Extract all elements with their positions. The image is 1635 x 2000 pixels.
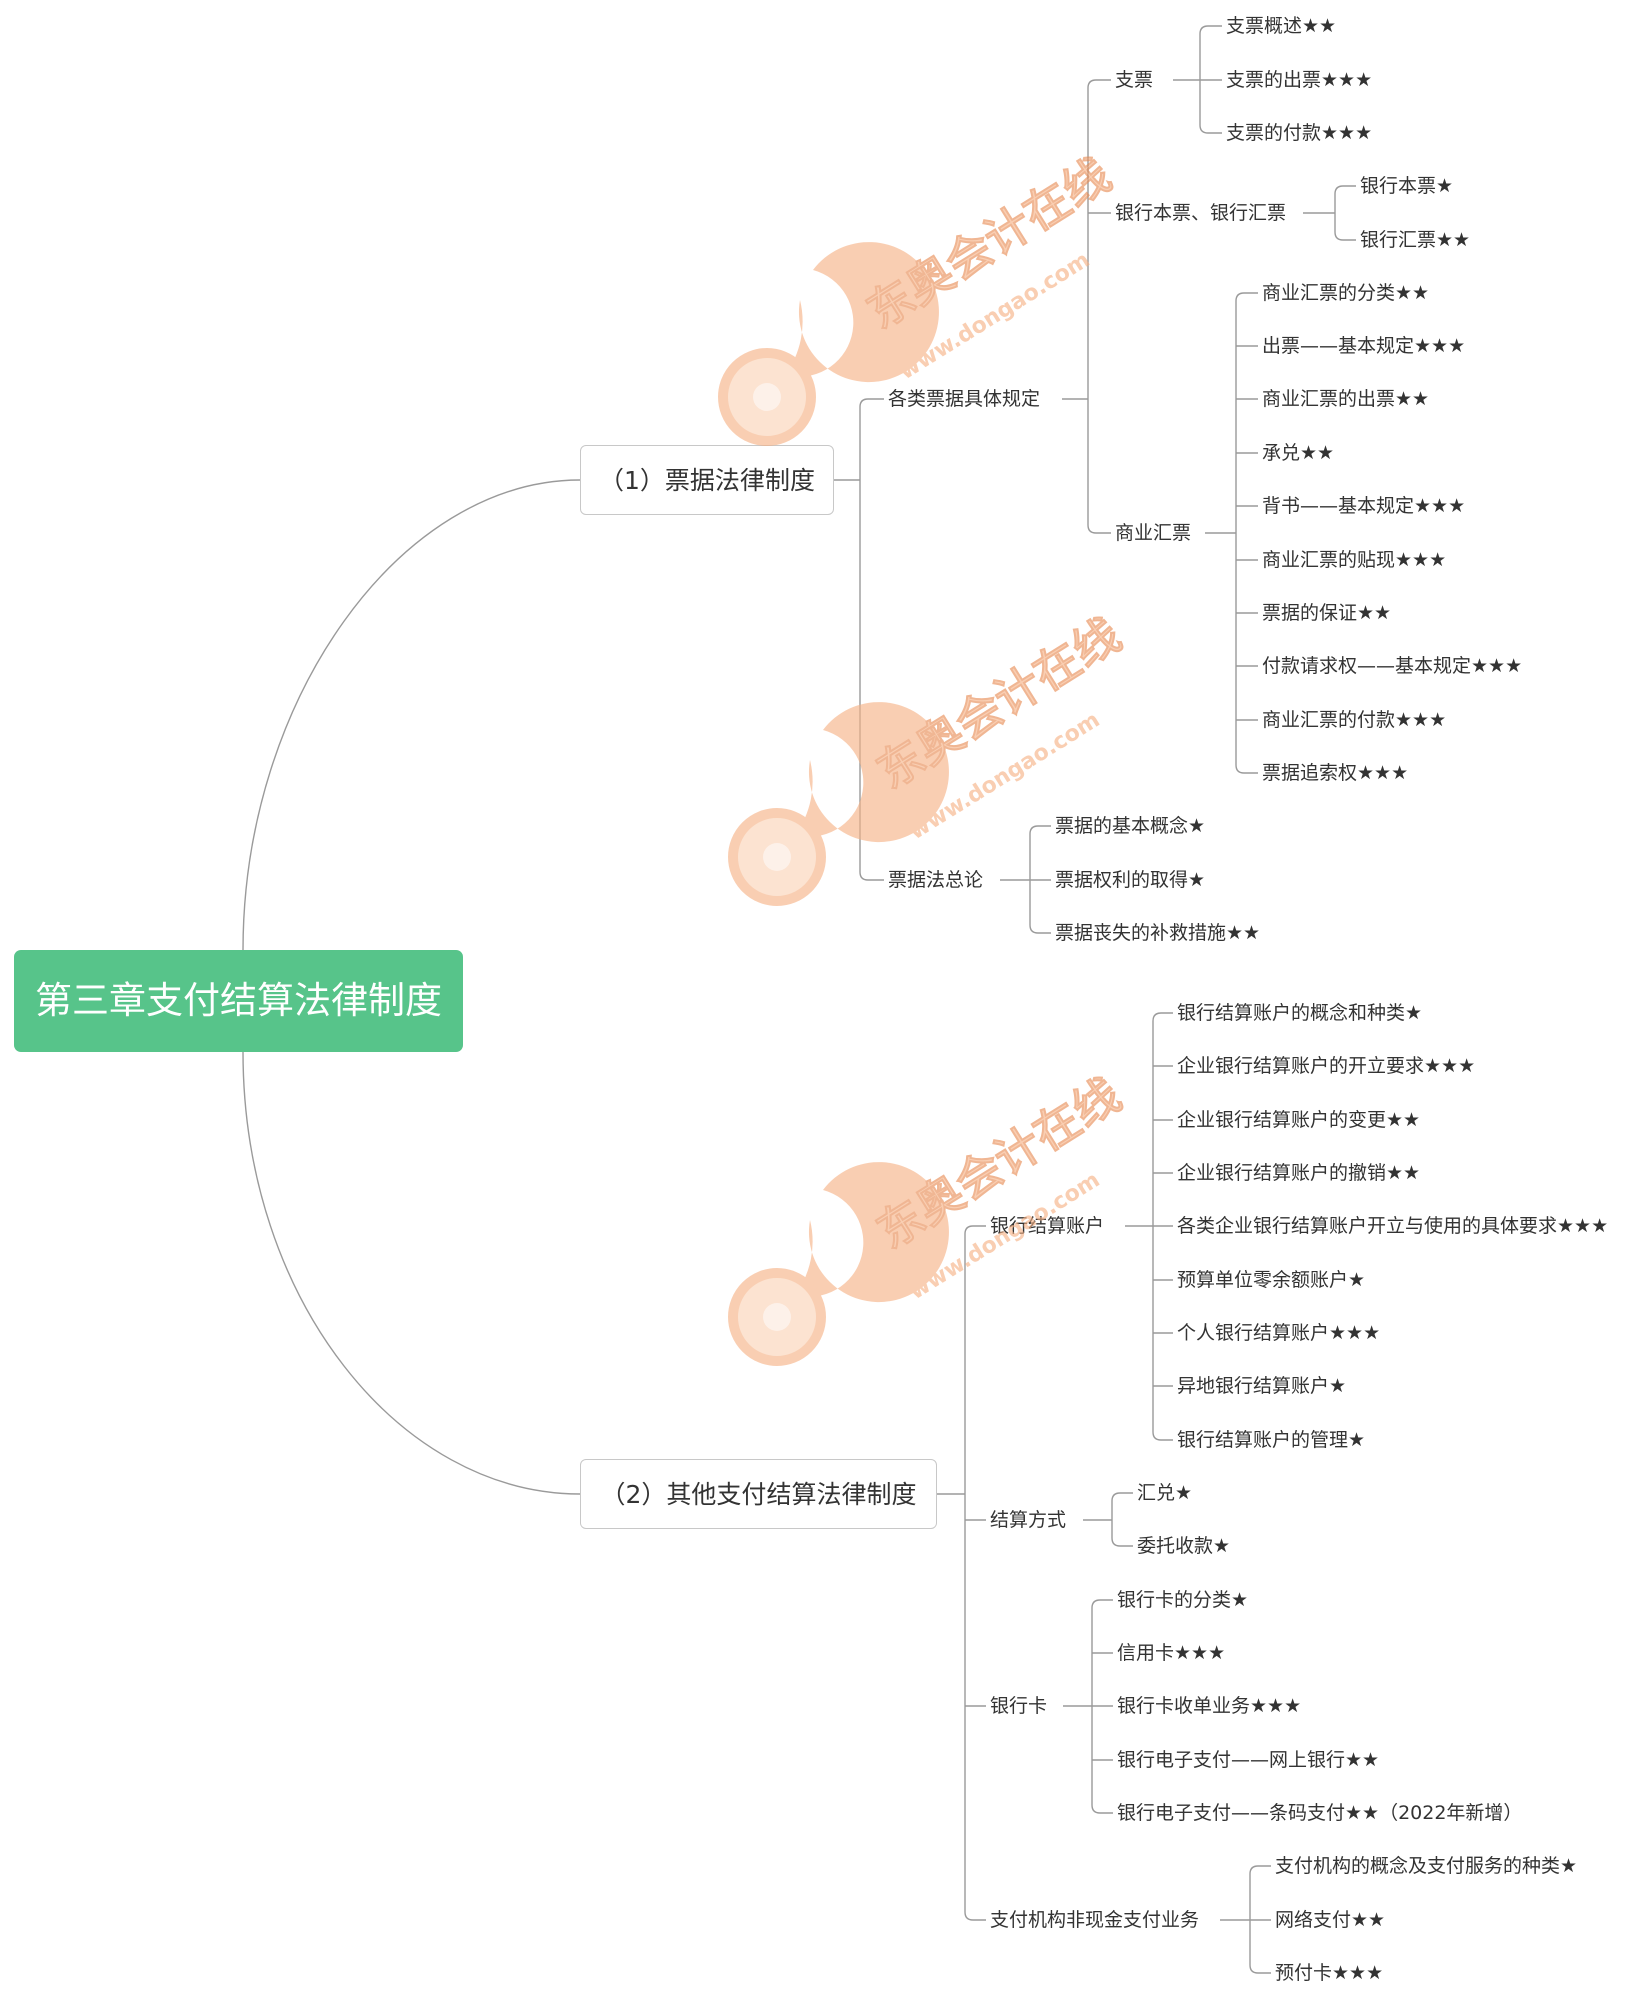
topic-bank-draft[interactable]: 银行本票、银行汇票 xyxy=(1115,202,1287,224)
leaf-commercial-issuance[interactable]: 商业汇票的出票★★ xyxy=(1262,388,1430,410)
leaf-barcode-payment[interactable]: 银行电子支付——条码支付★★（2022年新增） xyxy=(1117,1802,1523,1824)
topic-bill-law-general[interactable]: 票据法总论 xyxy=(888,869,984,891)
topic-settlement-method[interactable]: 结算方式 xyxy=(990,1509,1067,1531)
leaf-remote-account[interactable]: 异地银行结算账户★ xyxy=(1177,1375,1347,1397)
leaf-commercial-classification[interactable]: 商业汇票的分类★★ xyxy=(1262,282,1430,304)
leaf-bank-draft[interactable]: 银行汇票★★ xyxy=(1360,229,1471,251)
leaf-card-classification[interactable]: 银行卡的分类★ xyxy=(1117,1589,1249,1611)
topic-bank-account[interactable]: 银行结算账户 xyxy=(990,1215,1105,1237)
leaf-remittance[interactable]: 汇兑★ xyxy=(1137,1482,1193,1504)
leaf-institution-concept[interactable]: 支付机构的概念及支付服务的种类★ xyxy=(1275,1855,1578,1877)
root-topic[interactable]: 第三章支付结算法律制度 xyxy=(14,950,463,1052)
leaf-bill-right-acquisition[interactable]: 票据权利的取得★ xyxy=(1055,869,1206,891)
topic-specific-bill-rules[interactable]: 各类票据具体规定 xyxy=(888,388,1041,410)
leaf-zero-balance-account[interactable]: 预算单位零余额账户★ xyxy=(1177,1269,1366,1291)
leaf-check-overview[interactable]: 支票概述★★ xyxy=(1226,15,1337,37)
branch-bill-law[interactable]: （1）票据法律制度 xyxy=(580,445,834,515)
topic-check[interactable]: 支票 xyxy=(1115,69,1154,91)
leaf-account-concept[interactable]: 银行结算账户的概念和种类★ xyxy=(1177,1002,1423,1024)
leaf-check-issuance[interactable]: 支票的出票★★★ xyxy=(1226,69,1373,91)
leaf-personal-account[interactable]: 个人银行结算账户★★★ xyxy=(1177,1322,1381,1344)
leaf-check-payment[interactable]: 支票的付款★★★ xyxy=(1226,122,1373,144)
leaf-endorsement-rules[interactable]: 背书——基本规定★★★ xyxy=(1262,495,1466,517)
leaf-issuance-rules[interactable]: 出票——基本规定★★★ xyxy=(1262,335,1466,357)
leaf-commercial-payment[interactable]: 商业汇票的付款★★★ xyxy=(1262,709,1447,731)
leaf-collection[interactable]: 委托收款★ xyxy=(1137,1535,1231,1557)
leaf-account-change[interactable]: 企业银行结算账户的变更★★ xyxy=(1177,1109,1421,1131)
leaf-account-cancel[interactable]: 企业银行结算账户的撤销★★ xyxy=(1177,1162,1421,1184)
leaf-network-payment[interactable]: 网络支付★★ xyxy=(1275,1909,1386,1931)
leaf-account-management[interactable]: 银行结算账户的管理★ xyxy=(1177,1429,1366,1451)
topic-bank-card[interactable]: 银行卡 xyxy=(990,1695,1048,1717)
leaf-bank-note[interactable]: 银行本票★ xyxy=(1360,175,1454,197)
leaf-bill-loss-remedy[interactable]: 票据丧失的补救措施★★ xyxy=(1055,922,1261,944)
topic-commercial-draft[interactable]: 商业汇票 xyxy=(1115,522,1192,544)
leaf-commercial-discount[interactable]: 商业汇票的贴现★★★ xyxy=(1262,549,1447,571)
leaf-acceptance[interactable]: 承兑★★ xyxy=(1262,442,1335,464)
leaf-bill-guarantee[interactable]: 票据的保证★★ xyxy=(1262,602,1392,624)
leaf-credit-card[interactable]: 信用卡★★★ xyxy=(1117,1642,1226,1664)
leaf-payment-claim-rules[interactable]: 付款请求权——基本规定★★★ xyxy=(1262,655,1523,677)
leaf-bill-basic-concept[interactable]: 票据的基本概念★ xyxy=(1055,815,1206,837)
leaf-online-banking[interactable]: 银行电子支付——网上银行★★ xyxy=(1117,1749,1380,1771)
branch-other-settlement-law[interactable]: （2）其他支付结算法律制度 xyxy=(580,1459,937,1529)
leaf-account-specific-requirements[interactable]: 各类企业银行结算账户开立与使用的具体要求★★★ xyxy=(1177,1215,1609,1237)
topic-payment-institution[interactable]: 支付机构非现金支付业务 xyxy=(990,1909,1200,1931)
leaf-prepaid-card[interactable]: 预付卡★★★ xyxy=(1275,1962,1384,1984)
leaf-recourse-right[interactable]: 票据追索权★★★ xyxy=(1262,762,1409,784)
leaf-account-opening[interactable]: 企业银行结算账户的开立要求★★★ xyxy=(1177,1055,1476,1077)
leaf-card-acquiring[interactable]: 银行卡收单业务★★★ xyxy=(1117,1695,1302,1717)
